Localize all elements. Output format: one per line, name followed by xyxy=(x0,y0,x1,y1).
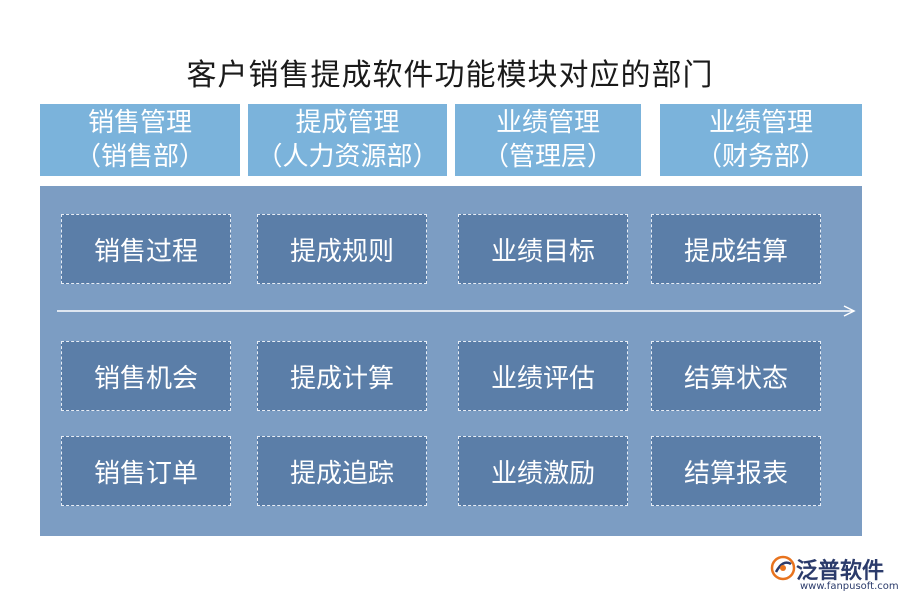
flow-arrow xyxy=(57,305,856,317)
department-header-dept: （财务部） xyxy=(695,142,826,172)
department-header-dept: （销售部） xyxy=(74,142,205,172)
department-header-name: 销售管理 xyxy=(87,108,192,138)
module-box: 结算报表 xyxy=(651,436,821,506)
department-header-name: 业绩管理 xyxy=(708,108,813,138)
module-box: 业绩目标 xyxy=(458,214,628,284)
module-box: 结算状态 xyxy=(651,341,821,411)
module-box: 提成追踪 xyxy=(257,436,427,506)
department-header-sales: 销售管理 （销售部） xyxy=(40,104,240,176)
module-box: 提成结算 xyxy=(651,214,821,284)
brand-logo: 泛普软件 www.fanpusoft.com xyxy=(770,553,899,595)
module-box: 销售订单 xyxy=(61,436,231,506)
module-box: 销售过程 xyxy=(61,214,231,284)
module-box: 提成规则 xyxy=(257,214,427,284)
department-header-management: 业绩管理 （管理层） xyxy=(455,104,641,176)
department-header-hr: 提成管理 （人力资源部） xyxy=(248,104,447,176)
page-title: 客户销售提成软件功能模块对应的部门 xyxy=(186,58,714,93)
logo-name: 泛普软件 xyxy=(796,559,885,584)
department-header-finance: 业绩管理 （财务部） xyxy=(660,104,862,176)
module-box: 业绩评估 xyxy=(458,341,628,411)
module-box: 销售机会 xyxy=(61,341,231,411)
module-box: 业绩激励 xyxy=(458,436,628,506)
department-header-dept: （人力资源部） xyxy=(256,142,439,172)
department-header-name: 提成管理 xyxy=(295,108,400,138)
logo-url: www.fanpusoft.com xyxy=(800,581,899,592)
department-header-dept: （管理层） xyxy=(482,142,613,172)
fanpu-logo-icon xyxy=(770,555,796,581)
department-header-name: 业绩管理 xyxy=(495,108,600,138)
module-box: 提成计算 xyxy=(257,341,427,411)
